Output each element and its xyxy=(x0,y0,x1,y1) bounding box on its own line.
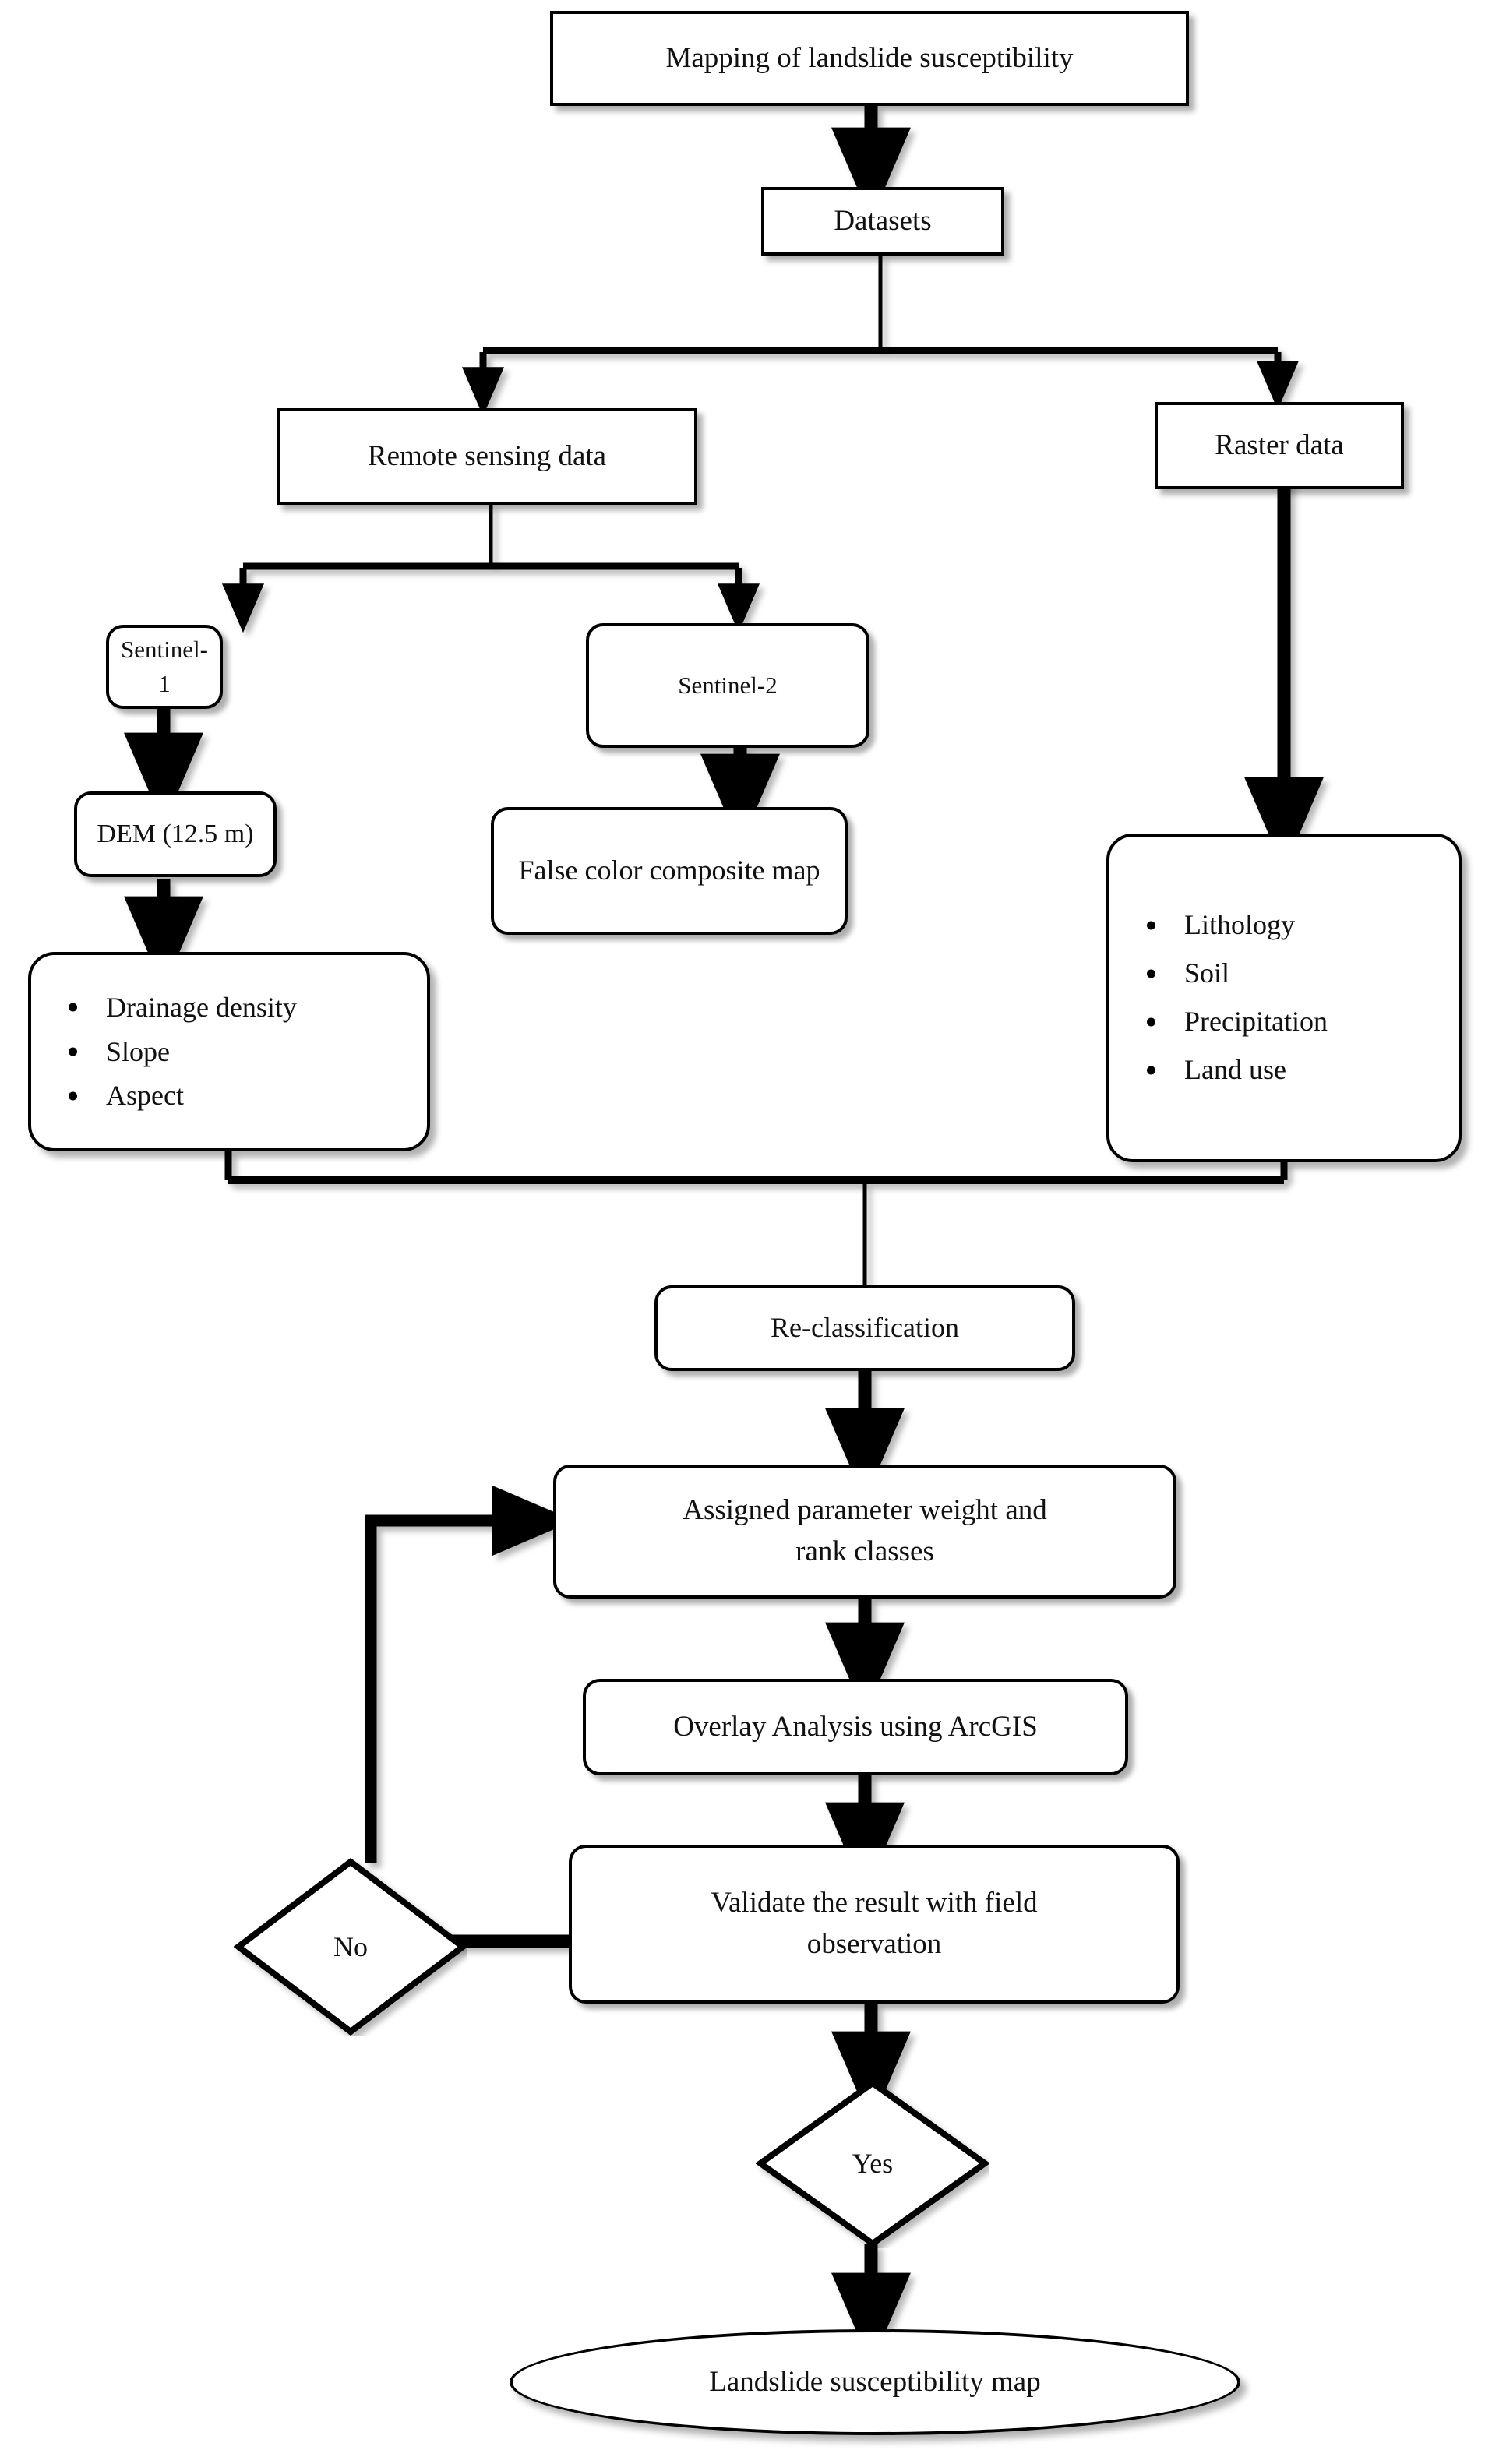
node-dem[interactable]: DEM (12.5 m) xyxy=(74,791,277,877)
list-item: Land use xyxy=(1142,1046,1328,1095)
list-item: Aspect xyxy=(64,1073,297,1118)
node-final-output[interactable]: Landslide susceptibility map xyxy=(510,2329,1240,2435)
node-raster-data-label: Raster data xyxy=(1215,428,1344,461)
node-decision-yes[interactable]: Yes xyxy=(756,2078,989,2248)
list-item: Slope xyxy=(64,1030,297,1074)
node-overlay-analysis[interactable]: Overlay Analysis using ArcGIS xyxy=(583,1679,1128,1775)
node-sentinel-2[interactable]: Sentinel-2 xyxy=(586,623,869,748)
node-validate-label: Validate the result with field observati… xyxy=(711,1887,1038,1960)
node-reclassification[interactable]: Re-classification xyxy=(654,1285,1075,1371)
node-remote-sensing-label: Remote sensing data xyxy=(367,439,607,472)
node-false-color-label: False color composite map xyxy=(518,855,820,887)
dem-products-list: Drainage density Slope Aspect xyxy=(31,985,297,1119)
node-raster-data[interactable]: Raster data xyxy=(1155,402,1404,489)
node-dem-products[interactable]: Drainage density Slope Aspect xyxy=(28,952,430,1151)
node-raster-layers[interactable]: Lithology Soil Precipitation Land use xyxy=(1106,834,1462,1162)
node-sentinel-1-label: Sentinel-1 xyxy=(121,635,208,697)
node-decision-no-label: No xyxy=(333,1931,368,1962)
node-assign-parameter-weight[interactable]: Assigned parameter weight and rank class… xyxy=(553,1465,1176,1599)
node-assign-weight-label: Assigned parameter weight and rank class… xyxy=(683,1494,1047,1567)
list-item: Drainage density xyxy=(64,985,297,1030)
node-datasets-label: Datasets xyxy=(834,204,932,237)
node-final-output-label: Landslide susceptibility map xyxy=(709,2365,1041,2398)
node-reclassification-label: Re-classification xyxy=(771,1312,959,1344)
node-sentinel-1[interactable]: Sentinel-1 xyxy=(106,625,223,709)
node-decision-yes-label: Yes xyxy=(852,2148,894,2179)
raster-layers-list: Lithology Soil Precipitation Land use xyxy=(1109,901,1328,1095)
node-dem-label: DEM (12.5 m) xyxy=(97,819,254,848)
node-title-box[interactable]: Mapping of landslide susceptibility xyxy=(550,11,1189,106)
node-decision-no[interactable]: No xyxy=(234,1857,467,2036)
node-title-label: Mapping of landslide susceptibility xyxy=(665,41,1074,74)
edge-no-feedback-loop xyxy=(365,1486,574,1863)
list-item: Precipitation xyxy=(1142,998,1328,1046)
list-item: Lithology xyxy=(1142,901,1328,950)
node-overlay-analysis-label: Overlay Analysis using ArcGIS xyxy=(673,1710,1038,1743)
node-validate-result[interactable]: Validate the result with field observati… xyxy=(569,1845,1180,2004)
node-sentinel-2-label: Sentinel-2 xyxy=(678,671,778,699)
node-datasets[interactable]: Datasets xyxy=(761,187,1004,256)
node-remote-sensing-data[interactable]: Remote sensing data xyxy=(277,408,697,505)
list-item: Soil xyxy=(1142,950,1328,998)
node-false-color-composite[interactable]: False color composite map xyxy=(491,807,848,935)
